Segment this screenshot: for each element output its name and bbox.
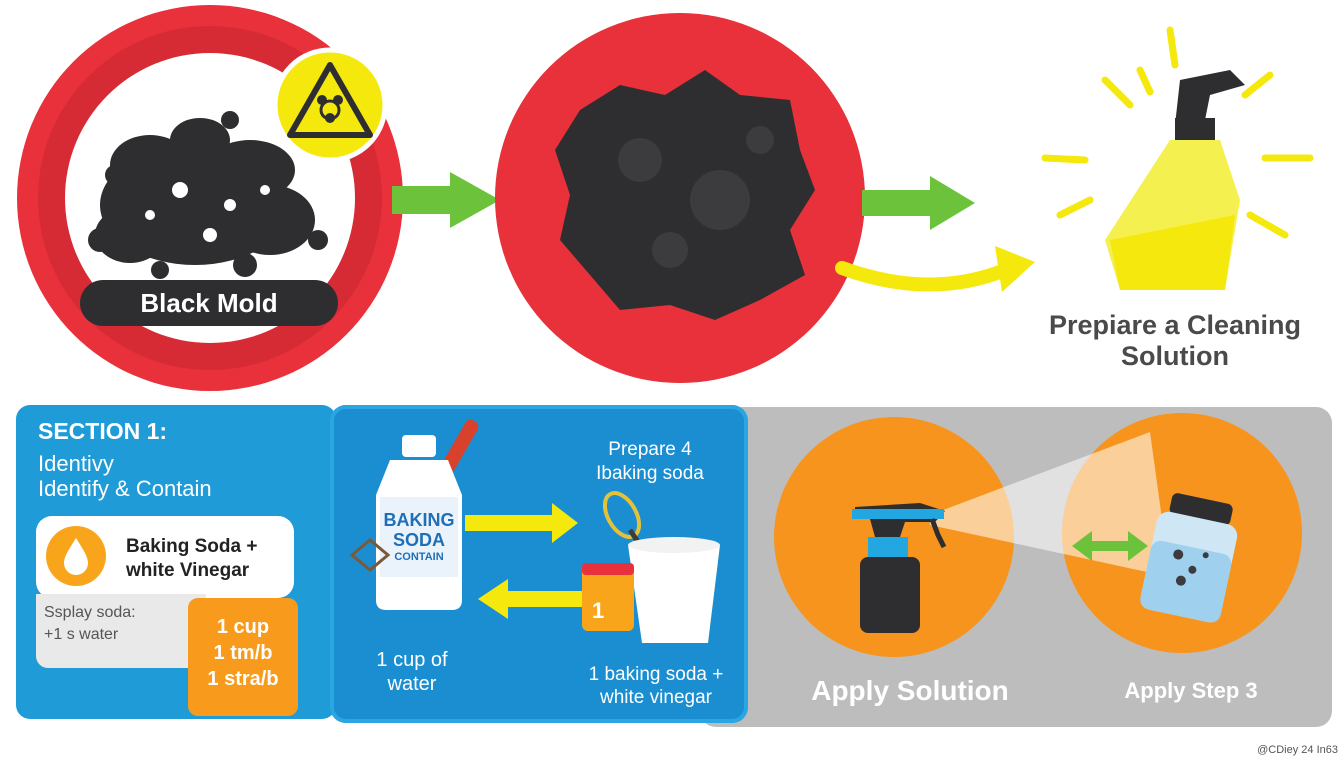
prepare-label: Prepare 4 Ibaking soda (560, 438, 740, 486)
section-subtitle-1: Identivy (38, 451, 114, 476)
spray-bottle-icon (1041, 26, 1314, 290)
prepare-label-line-2: Ibaking soda (596, 463, 704, 484)
preparation-illustration (349, 419, 720, 643)
measure-text: 1 cup 1 tm/b 1 stra/b (188, 614, 298, 692)
ingredients-line-1: Baking Soda + (126, 536, 258, 557)
curved-arrow (835, 246, 1035, 292)
spray-bottle-icon (852, 503, 947, 633)
prepare-label-line-1: Prepare 4 (608, 439, 692, 460)
arrow-right-1 (392, 172, 500, 228)
measure-line-3: 1 stra/b (207, 668, 279, 690)
arrow-right-mid (465, 503, 578, 543)
bottle-label-line-2: SODA (392, 530, 445, 550)
mold-label: Black Mold (80, 280, 338, 326)
section-subtitle-2: Identify & Contain (38, 476, 212, 501)
cup-number: 1 (592, 598, 605, 623)
mix-card (36, 594, 206, 668)
arrow-left-mid (478, 579, 595, 619)
box-icon (349, 538, 391, 572)
apply-step-3-label: Apply Step 3 (1124, 678, 1258, 703)
mix-line-2: +1 s water (44, 626, 119, 643)
water-label-line-1: 1 cup of (376, 649, 448, 671)
prepare-solution-title: Prepiare a Cleaning Solution (1048, 310, 1302, 371)
apply-solution-label: Apply Solution (811, 675, 1009, 706)
ingredients-line-2: white Vinegar (126, 560, 250, 581)
mix-label-line-1: 1 baking soda + (588, 664, 724, 685)
ingredients-text: Baking Soda + white Vinegar (126, 535, 257, 583)
apply-illustration (774, 413, 1302, 657)
water-label-line-2: water (387, 673, 437, 695)
cup-icon (582, 563, 634, 631)
bottle-label-line-1: BAKING (383, 510, 455, 530)
mix-text: Ssplay soda: +1 s water (44, 602, 136, 646)
biohazard-warning-icon (272, 47, 388, 163)
arrow-right-2 (862, 176, 975, 230)
mold-spots (145, 182, 270, 242)
measure-box (188, 598, 298, 716)
baking-soda-bottle-icon (376, 435, 462, 610)
double-arrow-icon (1072, 531, 1148, 561)
mold-closeup-circle (495, 13, 865, 383)
jar-icon (1140, 493, 1238, 623)
measure-line-2: 1 tm/b (213, 642, 273, 664)
bottle-label: BAKING SODA CONTAIN (378, 510, 460, 564)
water-label: 1 cup of water (356, 648, 468, 696)
whisk-bowl-icon (602, 491, 720, 643)
mix-label: 1 baking soda + white vinegar (556, 663, 756, 709)
bottle-label-line-3: CONTAIN (394, 551, 444, 563)
mix-line-1: Ssplay soda: (44, 604, 136, 621)
measure-line-1: 1 cup (216, 616, 270, 638)
section-title: SECTION 1: (38, 418, 168, 444)
mix-label-line-2: white vinegar (600, 687, 712, 708)
water-drop-icon (46, 526, 106, 586)
mold-blob-icon (88, 111, 328, 279)
footer-credit: @CDiey 24 In63 (1257, 744, 1338, 756)
